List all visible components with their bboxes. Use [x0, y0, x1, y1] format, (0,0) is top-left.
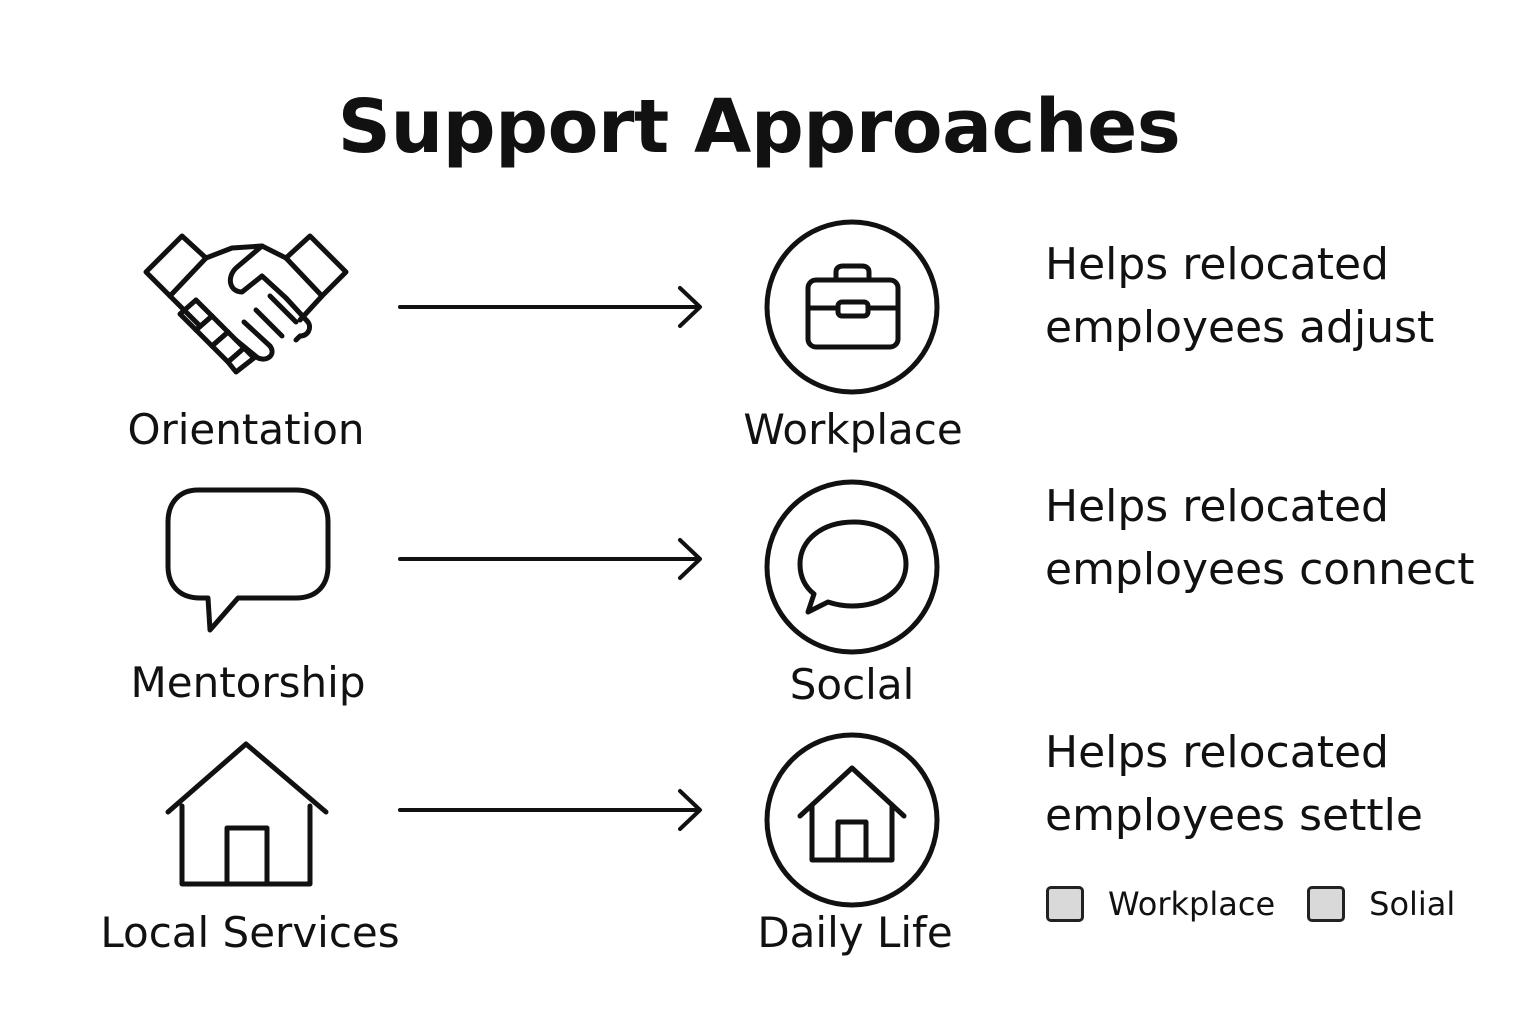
legend-item-social: Solial [1307, 885, 1455, 923]
target-label-social: Soclal [789, 660, 915, 709]
arrow-right-icon [398, 286, 702, 328]
description-line: employees connect [1045, 544, 1475, 595]
arrow-right-icon [398, 538, 702, 580]
speech-bubble-icon [165, 487, 331, 633]
target-label-daily-life: Daily Life [757, 908, 953, 957]
description-line: Helps relocated [1045, 727, 1389, 778]
legend-swatch [1046, 886, 1084, 922]
page-title: Support Approaches [337, 84, 1181, 170]
legend: Workplace Solial [1046, 885, 1487, 923]
house-icon [165, 741, 329, 887]
description-social: Helps relocated employees connect [1045, 475, 1475, 601]
legend-label: Workplace [1108, 885, 1276, 923]
description-workplace: Helps relocated employees adjust [1045, 233, 1434, 359]
description-line: employees adjust [1045, 302, 1435, 353]
target-label-workplace: Workplace [743, 405, 963, 454]
source-label-orientation: Orientation [127, 405, 365, 454]
legend-item-workplace: Workplace [1046, 885, 1275, 923]
description-line: Helps relocated [1045, 481, 1389, 532]
description-line: Helps relocated [1045, 239, 1389, 290]
home-icon [764, 732, 940, 908]
description-line: employees settle [1045, 790, 1423, 841]
handshake-icon [143, 233, 349, 375]
source-label-mentorship: Mentorship [130, 658, 366, 707]
description-daily-life: Helps relocated employees settle [1045, 721, 1423, 847]
chat-bubble-icon [764, 479, 940, 655]
briefcase-icon [764, 219, 940, 395]
legend-label: Solial [1369, 885, 1456, 923]
legend-swatch [1307, 886, 1346, 922]
arrow-right-icon [398, 789, 702, 831]
source-label-local-services: Local Services [100, 908, 400, 957]
